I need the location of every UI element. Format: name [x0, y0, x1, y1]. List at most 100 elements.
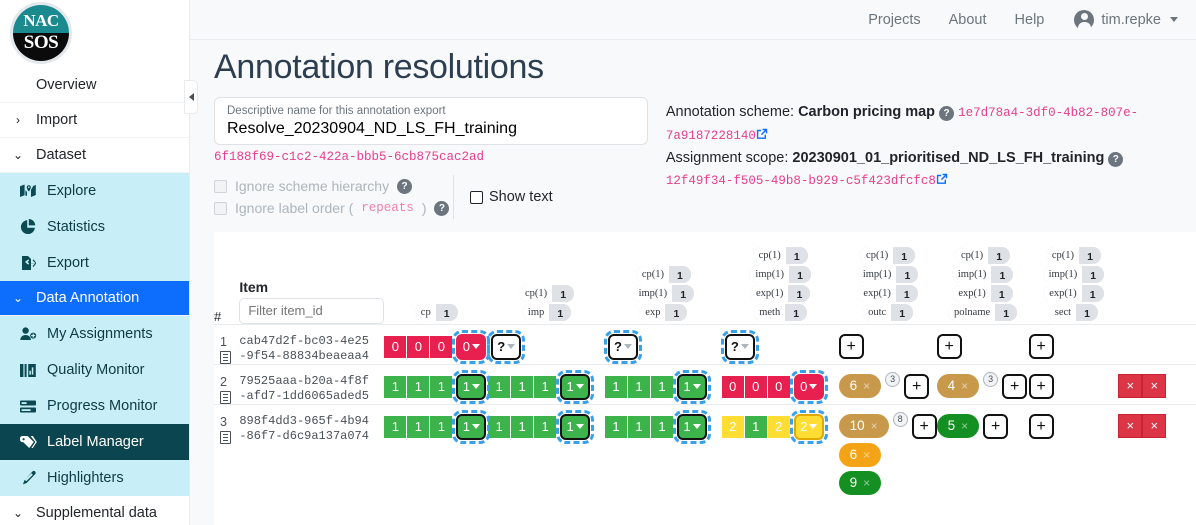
sidebar-collapse-handle[interactable]	[184, 80, 198, 114]
resolution-dropdown[interactable]: 1	[452, 409, 491, 444]
badge-value: 1	[1076, 303, 1099, 321]
filter-item-id-input[interactable]	[239, 297, 385, 324]
remove-pill-icon[interactable]: ×	[961, 378, 969, 393]
label-pill[interactable]: 4×	[936, 373, 980, 398]
badge-key: outc	[862, 303, 892, 321]
nav-link-about[interactable]: About	[948, 11, 987, 28]
label-pill[interactable]: 10×	[838, 413, 889, 438]
sidebar-item-my-assignments[interactable]: My Assignments	[0, 316, 189, 352]
pill-value: 6	[849, 447, 858, 462]
annotation-value: 0	[407, 335, 430, 358]
help-icon[interactable]: ?	[939, 106, 955, 121]
document-icon[interactable]	[220, 430, 231, 444]
sidebar-item-supplemental-data[interactable]: ⌄ Supplemental data	[0, 496, 189, 525]
badge-key: imp(1)	[1042, 265, 1083, 283]
delete-button[interactable]: ×	[1118, 373, 1143, 398]
badge-key: meth	[753, 303, 786, 321]
badge-key: cp(1)	[1045, 246, 1079, 264]
sidebar-item-statistics[interactable]: Statistics	[0, 209, 189, 245]
label-pill[interactable]: 6×	[838, 373, 882, 398]
resolution-dropdown[interactable]: 1	[672, 369, 711, 404]
help-icon[interactable]: ?	[397, 178, 413, 194]
column-header-item: Item	[239, 232, 385, 324]
resolution-dropdown[interactable]: 1	[556, 409, 595, 444]
option-ignore-hierarchy[interactable]: Ignore scheme hierarchy ?	[214, 175, 453, 197]
external-link-icon[interactable]	[756, 125, 768, 147]
remove-pill-icon[interactable]: ×	[863, 378, 871, 393]
chevron-down-icon	[809, 384, 818, 389]
checkbox-ignore-label-order[interactable]	[214, 201, 227, 215]
option-ignore-label-order[interactable]: Ignore label order (repeats) ?	[214, 197, 453, 219]
sidebar-item-dataset[interactable]: ⌄ Dataset	[0, 138, 189, 173]
checkbox-show-text[interactable]	[470, 190, 483, 204]
remove-pill-icon[interactable]: ×	[863, 475, 871, 490]
add-label-button[interactable]: +	[936, 333, 962, 359]
chevron-down-icon: ⌄	[12, 291, 24, 305]
sidebar-item-label-manager[interactable]: Label Manager	[0, 424, 189, 460]
option-show-text[interactable]: Show text	[454, 175, 553, 219]
external-link-icon[interactable]	[936, 170, 948, 192]
remove-pill-icon[interactable]: ×	[863, 447, 871, 462]
add-label-button[interactable]: +	[911, 413, 937, 439]
sidebar-item-overview[interactable]: Overview	[0, 68, 189, 103]
resolution-dropdown[interactable]: 2	[789, 409, 828, 444]
delete-button[interactable]: ×	[1142, 373, 1167, 398]
add-label-button[interactable]: +	[1028, 333, 1054, 359]
resolution-dropdown[interactable]: ?	[603, 329, 642, 364]
sidebar-item-export[interactable]: Export	[0, 245, 189, 281]
label-pill[interactable]: 9×	[838, 470, 882, 495]
export-name-field[interactable]: Descriptive name for this annotation exp…	[214, 97, 648, 145]
sidebar-item-quality-monitor[interactable]: Quality Monitor	[0, 352, 189, 388]
sidebar-item-import[interactable]: › Import	[0, 103, 189, 138]
scheme-key-badge: cp(1)1	[519, 284, 575, 302]
scheme-key-badge: exp(1)1	[857, 284, 918, 302]
add-label-button[interactable]: +	[838, 333, 864, 359]
help-icon[interactable]: ?	[434, 200, 450, 216]
sidebar-item-data-annotation[interactable]: ⌄ Data Annotation	[0, 281, 189, 316]
delete-button[interactable]: ×	[1118, 413, 1143, 438]
resolution-value: ?	[497, 339, 506, 354]
label-pill[interactable]: 5×	[936, 413, 980, 438]
document-icon[interactable]	[220, 390, 231, 404]
label-pill[interactable]: 6×	[838, 442, 882, 467]
app-logo[interactable]: NAC SOS	[10, 2, 72, 64]
add-label-button[interactable]: +	[983, 413, 1009, 439]
resolution-dropdown[interactable]: 1	[672, 409, 711, 444]
main-content: Annotation resolutions Descriptive name …	[190, 40, 1196, 525]
resolution-dropdown[interactable]: 1	[452, 369, 491, 404]
document-icon[interactable]	[220, 350, 231, 364]
nav-link-projects[interactable]: Projects	[868, 11, 921, 28]
resolution-dropdown[interactable]: 0	[789, 369, 828, 404]
sidebar-item-highlighters[interactable]: Highlighters	[0, 460, 189, 496]
remove-pill-icon[interactable]: ×	[961, 418, 969, 433]
resolution-dropdown[interactable]: ?	[720, 329, 759, 364]
badge-value: 1	[896, 265, 919, 283]
resolution-dropdown[interactable]: 0	[452, 329, 491, 364]
resolution-dropdown[interactable]: 1	[556, 369, 595, 404]
resolution-dropdown[interactable]: ?	[487, 329, 526, 364]
add-label-button[interactable]: +	[1028, 413, 1054, 439]
sidebar-nav: Overview › Import ⌄ Dataset Explore Stat…	[0, 68, 189, 525]
add-label-button[interactable]: +	[1028, 373, 1054, 399]
add-label-button[interactable]: +	[1002, 373, 1028, 399]
nav-link-help[interactable]: Help	[1014, 11, 1045, 28]
checkbox-ignore-hierarchy[interactable]	[214, 179, 227, 193]
badge-value: 1	[991, 265, 1014, 283]
delete-button[interactable]: ×	[1142, 413, 1167, 438]
sidebar-item-progress-monitor[interactable]: Progress Monitor	[0, 388, 189, 424]
sidebar-item-explore[interactable]: Explore	[0, 173, 189, 209]
remove-pill-icon[interactable]: ×	[870, 418, 878, 433]
add-label-button[interactable]: +	[904, 373, 930, 399]
option-label: Ignore scheme hierarchy	[235, 178, 390, 194]
annotation-value: 1	[430, 415, 453, 438]
user-menu[interactable]: tim.repke	[1058, 9, 1178, 30]
annotation-value: 1	[627, 375, 650, 398]
help-icon[interactable]: ?	[1108, 152, 1124, 167]
